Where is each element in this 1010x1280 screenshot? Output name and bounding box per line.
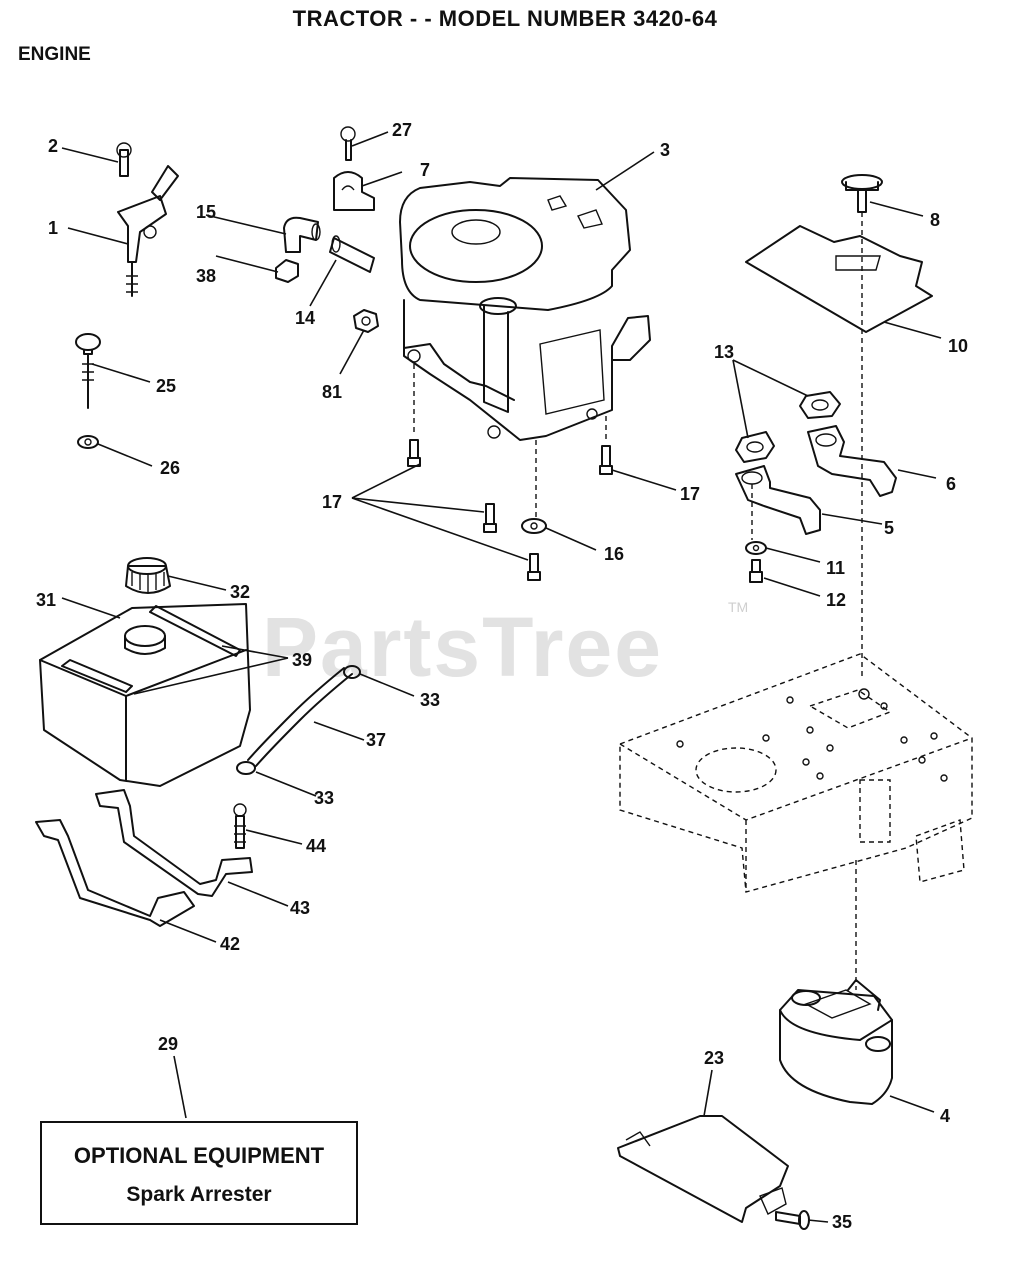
- exhaust-fastener-part: [745, 541, 767, 583]
- cover-plate-part: [745, 174, 933, 333]
- washer-part: [521, 518, 547, 534]
- callout-43: 43: [290, 898, 310, 918]
- watermark: PartsTree: [262, 600, 663, 694]
- diagram-title: TRACTOR - - MODEL NUMBER 3420-64: [292, 6, 718, 31]
- engine-part: [399, 177, 651, 441]
- optional-equipment-title: OPTIONAL EQUIPMENT: [73, 1143, 325, 1168]
- callout-31: 31: [36, 590, 56, 610]
- callout-12: 12: [826, 590, 846, 610]
- callout-7: 7: [420, 160, 430, 180]
- callout-13: 13: [714, 342, 734, 362]
- heat-shield-part: [617, 1115, 789, 1223]
- callout-10: 10: [948, 336, 968, 356]
- tank-strap-screw-part: [233, 803, 247, 849]
- tractor-frame-part: [619, 653, 973, 893]
- callout-81: 81: [322, 382, 342, 402]
- callout-11: 11: [826, 558, 845, 578]
- callout-33-upper: 33: [420, 690, 440, 710]
- nut-part: [353, 309, 379, 333]
- callout-38: 38: [196, 266, 216, 286]
- callout-32: 32: [230, 582, 250, 602]
- watermark-trademark: TM: [728, 599, 748, 615]
- callout-4: 4: [940, 1106, 950, 1126]
- gasket-part: [735, 391, 841, 463]
- callout-44: 44: [306, 836, 326, 856]
- callout-2: 2: [48, 136, 58, 156]
- callout-16: 16: [604, 544, 624, 564]
- callout-leaders: [61, 131, 942, 1223]
- callout-27: 27: [392, 120, 412, 140]
- tank-strap-part: [35, 789, 253, 927]
- section-label: ENGINE: [18, 44, 91, 65]
- callout-39: 39: [292, 650, 312, 670]
- optional-equipment-box: OPTIONAL EQUIPMENT Spark Arrester: [40, 1121, 358, 1225]
- fuel-line-part: [236, 665, 361, 775]
- fuel-elbow-part: [275, 216, 375, 283]
- callout-17-left: 17: [322, 492, 342, 512]
- choke-knob-part: [75, 333, 101, 449]
- engine-bolt-part: [407, 439, 613, 581]
- callout-42: 42: [220, 934, 240, 954]
- callout-5: 5: [884, 518, 894, 538]
- optional-equipment-item: Spark Arrester: [126, 1183, 272, 1206]
- callout-23: 23: [704, 1048, 724, 1068]
- callout-1: 1: [48, 218, 58, 238]
- clamp-part: [333, 126, 375, 211]
- callout-17-right: 17: [680, 484, 700, 504]
- callout-15: 15: [196, 202, 216, 222]
- callout-29: 29: [158, 1034, 178, 1054]
- callout-14: 14: [295, 308, 315, 328]
- callout-35: 35: [832, 1212, 852, 1232]
- throttle-control-part: [116, 142, 179, 297]
- callout-26: 26: [160, 458, 180, 478]
- callout-6: 6: [946, 474, 956, 494]
- callout-37: 37: [366, 730, 386, 750]
- muffler-part: [779, 979, 893, 1105]
- exhaust-pipe-part: [735, 425, 897, 540]
- callout-33-lower: 33: [314, 788, 334, 808]
- callout-25: 25: [156, 376, 176, 396]
- callout-8: 8: [930, 210, 940, 230]
- fuel-tank-part: [39, 557, 251, 787]
- callout-3: 3: [660, 140, 670, 160]
- heat-shield-screw-part: [775, 1210, 810, 1230]
